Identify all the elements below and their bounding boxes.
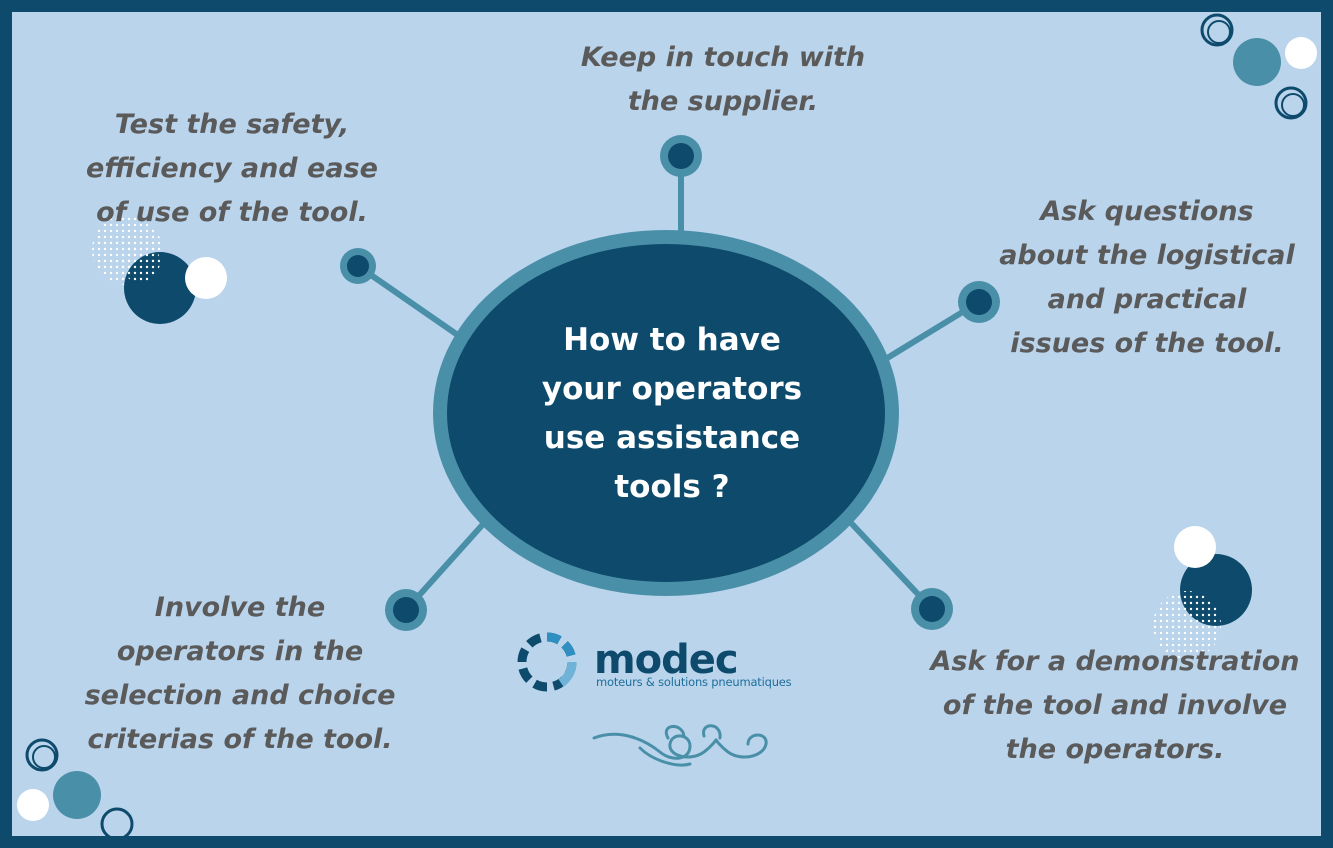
node-top xyxy=(660,135,702,177)
branch-nodes xyxy=(340,135,1000,631)
decorative-dots-bottom-left xyxy=(17,738,134,836)
connector-top-left xyxy=(355,263,465,341)
decorative-dots-left xyxy=(92,215,227,324)
label-ask-questions: Ask questions about the logistical and p… xyxy=(999,196,1295,359)
swirl-ornament-icon xyxy=(592,724,768,767)
center-ellipse xyxy=(433,230,899,596)
node-top-left xyxy=(340,248,376,284)
modec-logo-icon xyxy=(517,632,577,692)
node-bottom-left xyxy=(385,589,427,631)
label-involve-operators: Involve the operators in the selection a… xyxy=(84,592,396,755)
decorative-dots-bottom-right xyxy=(1153,526,1252,659)
logo-tagline: moteurs & solutions pneumatiques xyxy=(596,675,792,689)
node-right xyxy=(958,281,1000,323)
label-test-safety: Test the safety, efficiency and ease of … xyxy=(86,109,378,228)
node-bottom-right xyxy=(911,588,953,630)
logo-wordmark: modec xyxy=(594,637,739,683)
center-title: How to have your operators use assistanc… xyxy=(541,322,803,505)
label-ask-demonstration: Ask for a demonstration of the tool and … xyxy=(930,646,1300,765)
decorative-dots-top-right xyxy=(1200,13,1317,120)
label-keep-in-touch: Keep in touch with the supplier. xyxy=(580,42,866,117)
